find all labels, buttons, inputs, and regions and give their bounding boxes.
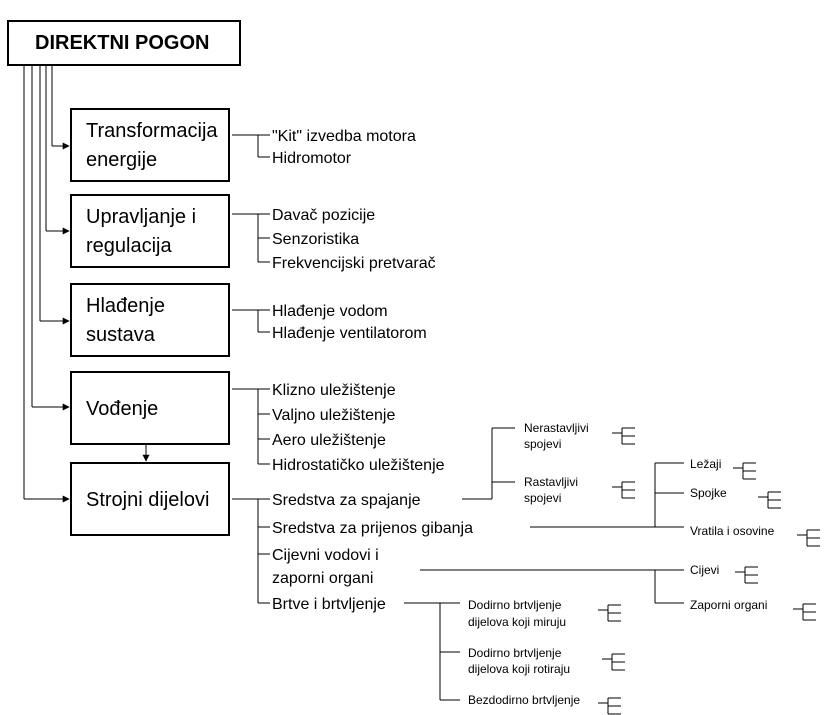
root-node: DIREKTNI POGON xyxy=(7,20,241,66)
item-rastavljivi-line2: spojevi xyxy=(524,491,561,505)
category-label-line1: Vođenje xyxy=(86,398,159,420)
item-hidrostaticko: Hidrostatičko uležištenje xyxy=(272,457,445,474)
category-transformacija: Transformacija energije xyxy=(70,108,230,182)
category-label-line1: Strojni dijelovi xyxy=(86,489,210,511)
item-dodirno-miruju-line1: Dodirno brtvljenje xyxy=(468,598,562,612)
item-senzoristika: Senzoristika xyxy=(272,231,359,248)
item-dodirno-rotiraju-line1: Dodirno brtvljenje xyxy=(468,646,562,660)
item-davac-pozicije: Davač pozicije xyxy=(272,207,375,224)
item-bezdodirno: Bezdodirno brtvljenje xyxy=(468,693,580,707)
item-zaporni-organi: Zaporni organi xyxy=(690,598,767,612)
category-label-line1: Transformacija xyxy=(86,120,218,142)
category-vodjenje: Vođenje xyxy=(70,371,230,445)
item-aero: Aero uležištenje xyxy=(272,432,386,449)
category-upravljanje: Upravljanje i regulacija xyxy=(70,194,230,268)
category-label-line2: energije xyxy=(86,149,158,171)
item-nerastavljivi-line1: Nerastavljivi xyxy=(524,421,589,435)
category-label-line1: Hlađenje xyxy=(86,295,165,317)
item-frekvencijski: Frekvencijski pretvarač xyxy=(272,255,436,272)
item-lezaji: Ležaji xyxy=(690,457,721,471)
item-nerastavljivi-line2: spojevi xyxy=(524,437,561,451)
category-hladjenje: Hlađenje sustava xyxy=(70,283,230,357)
item-valjno: Valjno uležištenje xyxy=(272,407,395,424)
tree-icon xyxy=(598,427,820,715)
item-sredstva-spajanje: Sredstva za spajanje xyxy=(272,492,421,509)
item-hladjenje-vodom: Hlađenje vodom xyxy=(272,303,388,320)
item-vratila: Vratila i osovine xyxy=(690,524,775,538)
item-cijevni-vodovi-line2: zaporni organi xyxy=(272,570,373,587)
item-dodirno-rotiraju-line2: dijelova koji rotiraju xyxy=(468,662,570,676)
category-label-line2: sustava xyxy=(86,324,155,346)
item-brtve: Brtve i brtvljenje xyxy=(272,596,386,613)
item-hidromotor: Hidromotor xyxy=(272,150,352,167)
item-cijevni-vodovi-line1: Cijevni vodovi i xyxy=(272,547,379,564)
item-kit-izvedba: "Kit" izvedba motora xyxy=(272,128,416,145)
item-sredstva-prijenos: Sredstva za prijenos gibanja xyxy=(272,520,473,537)
item-rastavljivi-line1: Rastavljivi xyxy=(524,475,578,489)
category-strojni-dijelovi: Strojni dijelovi xyxy=(70,462,230,536)
item-cijevi: Cijevi xyxy=(690,563,719,577)
category-label-line1: Upravljanje i xyxy=(86,206,197,228)
root-title: DIREKTNI POGON xyxy=(35,32,210,54)
item-klizno: Klizno uležištenje xyxy=(272,382,396,399)
item-dodirno-miruju-line2: dijelova koji miruju xyxy=(468,615,566,629)
item-hladjenje-ventilatorom: Hlađenje ventilatorom xyxy=(272,325,427,342)
item-spojke: Spojke xyxy=(690,486,727,500)
category-label-line2: regulacija xyxy=(86,235,172,257)
